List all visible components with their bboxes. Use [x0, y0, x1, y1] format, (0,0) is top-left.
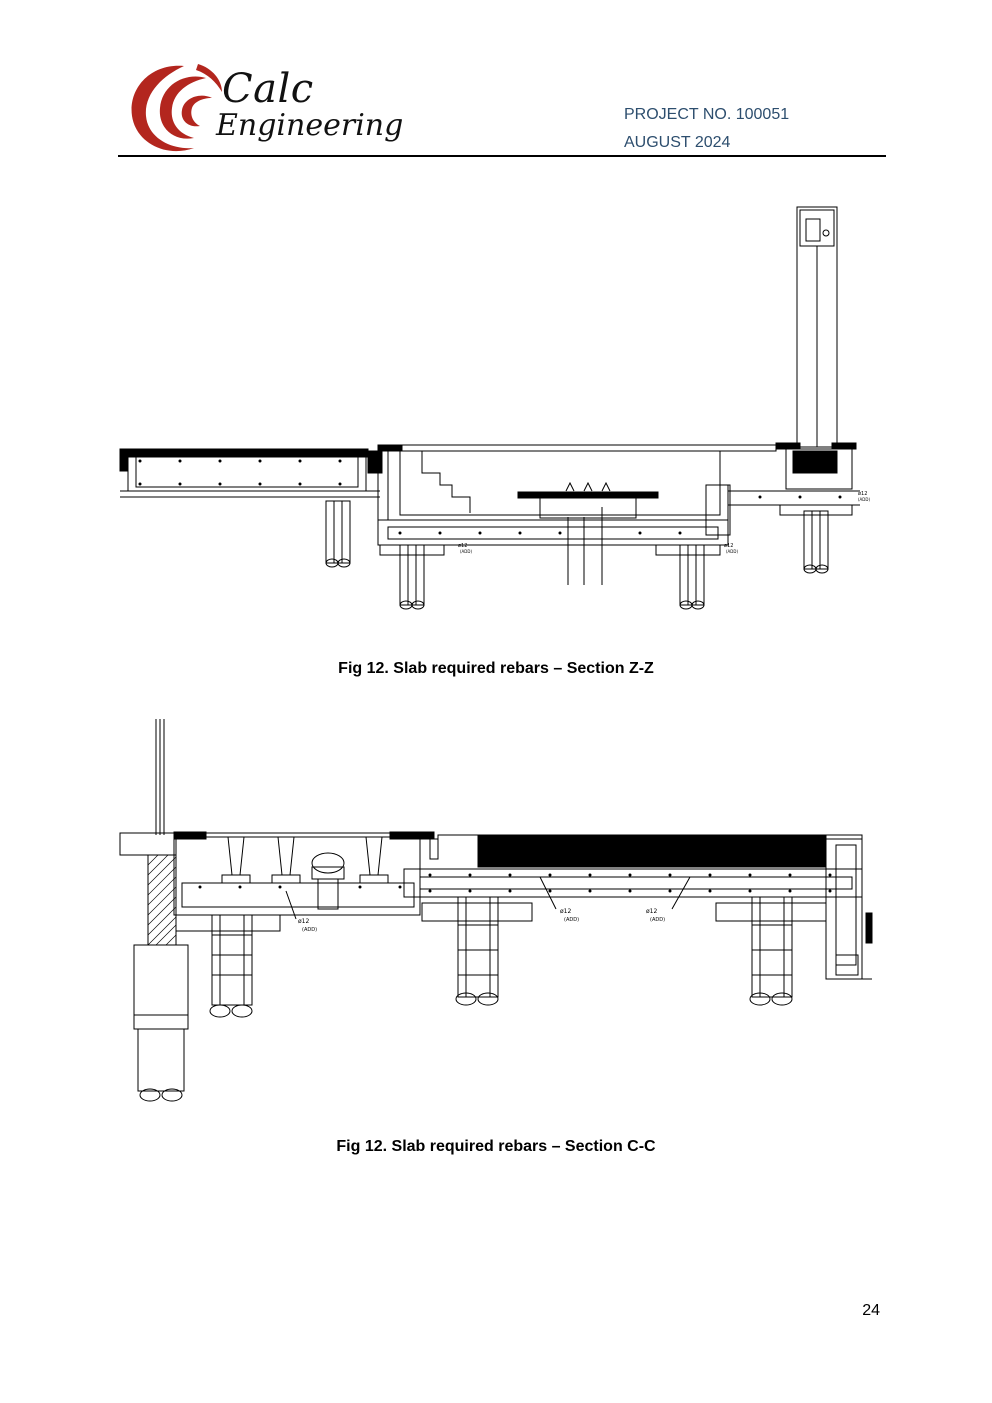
rebar-label: ø12: [646, 908, 657, 915]
rebar-label: ø12: [560, 908, 571, 915]
section-z-z-drawing: ø12 (ADD) ø12 (ADD) ø12 (ADD): [119, 206, 870, 610]
section-c-c-drawing: ø12 (ADD) ø12 (ADD) ø12 (ADD): [119, 719, 873, 1102]
rebar-label: ø12: [458, 543, 467, 549]
rebar-label: ø12: [858, 491, 867, 497]
project-number: PROJECT NO. 100051: [624, 106, 790, 123]
page-number: 24: [862, 1302, 880, 1319]
figure-caption-z-z: Fig 12. Slab required rebars – Section Z…: [338, 660, 654, 677]
figure-section-z-z: ø12 (ADD) ø12 (ADD) ø12 (ADD): [0, 195, 992, 635]
header-divider: [118, 155, 886, 157]
rebar-label-add: (ADD): [564, 917, 579, 923]
figure-section-c-c: ø12 (ADD) ø12 (ADD) ø12 (ADD): [0, 715, 992, 1115]
rebar-label-add: (ADD): [858, 497, 870, 502]
rebar-label: ø12: [724, 543, 733, 549]
rebar-label-add: (ADD): [650, 917, 665, 923]
company-logo: Calc Engineering: [126, 58, 403, 158]
figure-caption-c-c: Fig 12. Slab required rebars – Section C…: [336, 1138, 656, 1155]
rebar-label-add: (ADD): [460, 549, 472, 554]
logo-swirl-icon: [131, 64, 222, 152]
project-info: PROJECT NO. 100051 AUGUST 2024: [624, 101, 789, 157]
rebar-label-add: (ADD): [302, 927, 317, 933]
rebar-label: ø12: [298, 918, 309, 925]
logo-text-calc: Calc: [222, 66, 314, 112]
logo-text-engineering: Engineering: [216, 108, 404, 143]
rebar-label-add: (ADD): [726, 549, 738, 554]
project-date: AUGUST 2024: [624, 134, 731, 151]
